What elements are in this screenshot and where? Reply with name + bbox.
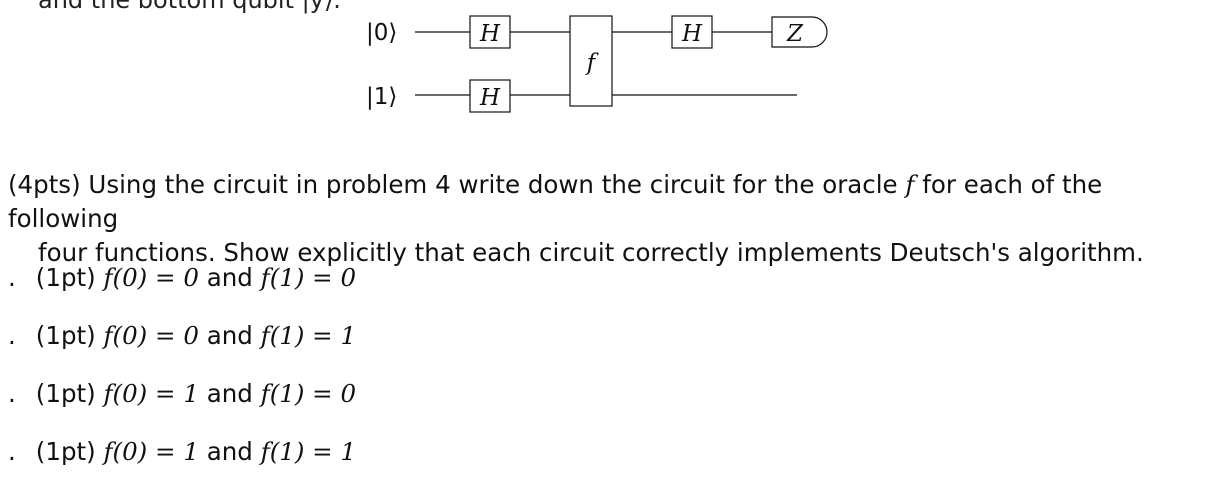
connector: and — [206, 437, 253, 466]
connector: and — [206, 379, 253, 408]
f0-expression: f(0) = 0 — [103, 263, 199, 292]
function-list: . (1pt) f(0) = 0 and f(1) = 0 . (1pt) f(… — [8, 258, 356, 490]
bullet: . — [8, 437, 16, 466]
list-item: . (1pt) f(0) = 1 and f(1) = 0 — [8, 374, 356, 432]
points: (1pt) — [35, 437, 96, 466]
points: (1pt) — [35, 321, 96, 350]
f0-expression: f(0) = 1 — [103, 437, 199, 466]
hadamard-gate-bottom-label: H — [479, 85, 501, 111]
problem-line-2: four functions. Show explicitly that eac… — [38, 238, 1144, 267]
oracle-gate — [569, 15, 613, 107]
f1-expression: f(1) = 0 — [260, 263, 357, 292]
connector: and — [206, 263, 253, 292]
bullet: . — [8, 263, 16, 292]
hadamard-gate-bottom — [469, 79, 511, 113]
measurement-gate-label: Z — [786, 21, 804, 47]
hadamard-gate-final-label: H — [681, 21, 703, 47]
qubit-top-label: |0⟩ — [366, 20, 397, 46]
problem-suffix: for each of the following — [8, 170, 1103, 233]
qubit-bottom-label: |1⟩ — [366, 84, 397, 110]
hadamard-gate-top-label: H — [479, 21, 501, 47]
cut-off-text-line: and the bottom qubit |y⟩. — [38, 0, 341, 14]
oracle-gate-label: f — [585, 50, 599, 76]
bullet: . — [8, 321, 16, 350]
problem-line-1: (4pts) Using the circuit in problem 4 wr… — [8, 168, 1208, 236]
connector: and — [206, 321, 253, 350]
list-item: . (1pt) f(0) = 0 and f(1) = 0 — [8, 258, 356, 316]
bullet: . — [8, 379, 16, 408]
hadamard-gate-top — [469, 15, 511, 49]
points: (1pt) — [35, 379, 96, 408]
f0-expression: f(0) = 1 — [103, 379, 199, 408]
f0-expression: f(0) = 0 — [103, 321, 199, 350]
points: (1pt) — [35, 263, 96, 292]
f1-expression: f(1) = 1 — [260, 321, 357, 350]
problem-prefix: (4pts) Using the circuit in problem 4 wr… — [8, 170, 906, 199]
oracle-symbol: f — [905, 170, 915, 199]
f1-expression: f(1) = 0 — [260, 379, 357, 408]
problem-statement: (4pts) Using the circuit in problem 4 wr… — [8, 168, 1208, 270]
measurement-gate — [771, 16, 828, 48]
list-item: . (1pt) f(0) = 0 and f(1) = 1 — [8, 316, 356, 374]
hadamard-gate-final — [671, 15, 713, 49]
f1-expression: f(1) = 1 — [260, 437, 357, 466]
list-item: . (1pt) f(0) = 1 and f(1) = 1 — [8, 432, 356, 490]
quantum-circuit-diagram: |0⟩ |1⟩ H H f H Z — [366, 15, 828, 113]
